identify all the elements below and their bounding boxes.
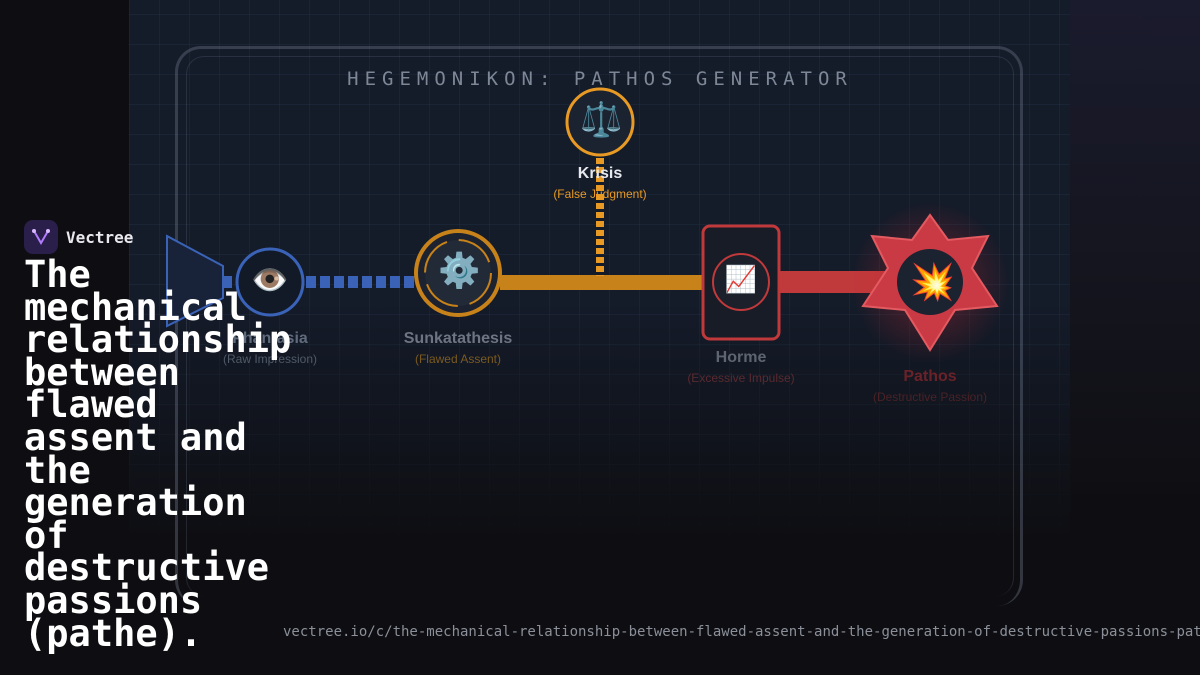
phantasia-node [235, 247, 305, 317]
sunkatathesis-inner-ring [424, 239, 492, 307]
sunkatathesis-sublabel: (Flawed Assent) [414, 352, 502, 366]
connector-sunkatathesis-horme [500, 275, 705, 290]
gear-icon: ⚙️ [438, 252, 481, 290]
brand: Vectree [24, 220, 133, 254]
diagram-frame-inner [186, 56, 1014, 596]
phantasia-label: Phantasia [232, 330, 308, 347]
sunkatathesis-label: Sunkatathesis [403, 330, 513, 347]
phantasia-sublabel: (Raw Impression) [222, 352, 318, 366]
pathos-core [897, 249, 963, 315]
horme-inner-ring [712, 253, 770, 311]
pathos-sublabel: (Destructive Passion) [872, 390, 988, 404]
eye-icon: 👁️ [251, 264, 289, 297]
brand-name: Vectree [66, 227, 134, 247]
krisis-sublabel: (False Judgment) [553, 187, 647, 201]
explosion-icon: 💥 [910, 261, 955, 302]
scales-icon: ⚖️ [580, 101, 623, 139]
krisis-label: Krisis [577, 165, 623, 182]
horme-label: Horme [715, 349, 767, 366]
intake-funnel [166, 234, 224, 328]
diagram-frame [175, 46, 1023, 606]
headline: The mechanical relationship between flaw… [24, 253, 292, 655]
krisis-node [565, 87, 635, 157]
chart-increasing-icon: 📈 [724, 264, 758, 294]
background-glow [1070, 0, 1200, 675]
vectree-logo-icon [24, 220, 58, 254]
page-url[interactable]: vectree.io/c/the-mechanical-relationship… [283, 624, 1200, 640]
diagram-title: HEGEMONIKON: PATHOS GENERATOR [347, 68, 853, 90]
horme-sublabel: (Excessive Impulse) [687, 371, 795, 385]
pathos-label: Pathos [903, 368, 957, 385]
